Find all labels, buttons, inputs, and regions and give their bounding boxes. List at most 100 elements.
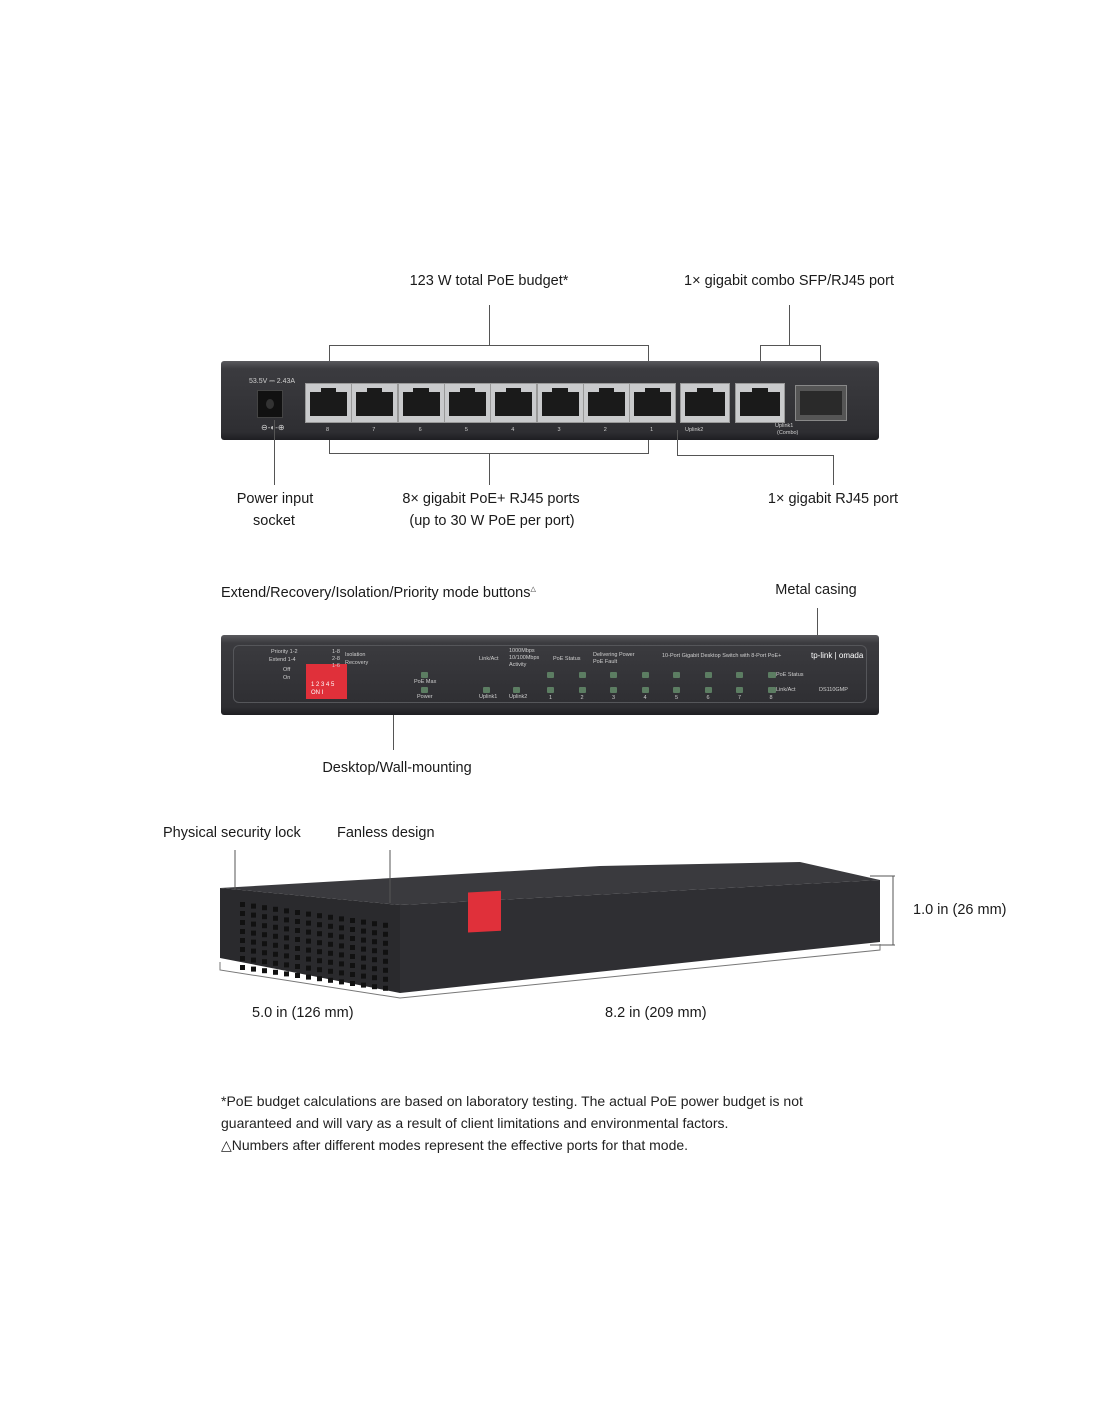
- footnote-poe-cont: guaranteed and will vary as a result of …: [221, 1115, 729, 1131]
- device-top-face: [220, 862, 880, 905]
- callout-rj45-port: 1× gigabit RJ45 port: [767, 491, 899, 507]
- vent-holes-icon: [240, 902, 388, 991]
- bracket-line: [820, 345, 821, 361]
- bracket-line: [760, 345, 761, 361]
- bracket-line: [329, 440, 330, 453]
- port-number: 4: [511, 427, 515, 433]
- status-led: [704, 687, 712, 693]
- power-rating: 53.5V ⎓ 2.43A: [249, 378, 296, 385]
- bracket-line: [760, 345, 821, 346]
- callout-metal-casing: Metal casing: [775, 582, 857, 598]
- status-led: [547, 687, 554, 693]
- footnotes: *PoE budget calculations are based on la…: [221, 1090, 803, 1156]
- activity-legend: Activity: [509, 662, 527, 668]
- rj45-port: [443, 383, 491, 423]
- poe-status-row-label: PoE Status: [776, 672, 804, 678]
- speed-10-100-legend: 10/100Mbps: [509, 655, 540, 661]
- callout-fanless: Fanless design: [337, 825, 435, 841]
- led-port-number: 8: [769, 695, 773, 701]
- rj45-port: [305, 383, 352, 423]
- front-panel: Priority 1-2 Extend 1-4 Off On 1 2 3 4 5…: [221, 635, 879, 715]
- status-led: [673, 687, 680, 693]
- footnote-modes: △Numbers after different modes represent…: [221, 1137, 689, 1153]
- status-led: [610, 672, 617, 678]
- leader-line: [677, 430, 678, 455]
- recovery-range: 1-6: [332, 663, 340, 669]
- status-led: [641, 687, 649, 693]
- status-led: [736, 687, 743, 693]
- callout-power-input-1: Power input: [236, 491, 314, 507]
- uplink2-led-label: Uplink2: [509, 694, 528, 700]
- status-led: [704, 672, 712, 678]
- leader-line: [789, 305, 790, 345]
- link-act-row-label: Link/Act: [776, 687, 796, 693]
- leader-line: [489, 305, 490, 345]
- uplink1-label: Uplink1: [775, 423, 794, 429]
- leader-line: [393, 715, 394, 750]
- leader-line: [833, 455, 834, 485]
- link-act-legend: Link/Act: [479, 656, 499, 662]
- callout-poe-ports-1: 8× gigabit PoE+ RJ45 ports: [402, 491, 580, 507]
- dip-switch-3d: [468, 890, 501, 933]
- poe-status-legend: PoE Status: [553, 656, 581, 662]
- port-number: 7: [372, 427, 376, 433]
- bracket-line: [329, 345, 330, 361]
- on-label: On: [283, 675, 291, 681]
- power-label: Power: [417, 694, 433, 700]
- bracket-line: [648, 440, 649, 453]
- status-led: [547, 672, 554, 678]
- rj45-port: [397, 383, 445, 423]
- led-port-number: 6: [706, 695, 710, 701]
- bracket-line: [648, 345, 649, 361]
- rj45-port: [490, 383, 538, 423]
- rj45-port: [735, 383, 785, 423]
- poe-fault-legend: PoE Fault: [593, 659, 618, 665]
- callout-depth: 5.0 in (126 mm): [252, 1005, 354, 1021]
- rj45-port: [629, 383, 677, 423]
- power-socket: [257, 390, 283, 418]
- status-led: [641, 672, 649, 678]
- status-led: [421, 687, 428, 693]
- port-number: 8: [326, 427, 330, 433]
- isolation-range-2: 2-8: [332, 656, 340, 662]
- device-front-face: [400, 880, 880, 993]
- bracket-line: [329, 345, 649, 346]
- combo-label: (Combo): [777, 430, 799, 436]
- port-number: 5: [464, 427, 468, 433]
- port-number: 2: [603, 427, 607, 433]
- status-led: [578, 672, 586, 678]
- model-label: DS110GMP: [819, 687, 848, 693]
- callout-mode-buttons: Extend/Recovery/Isolation/Priority mode …: [221, 584, 536, 601]
- status-led: [513, 687, 520, 693]
- status-led: [769, 687, 776, 693]
- callout-security-lock: Physical security lock: [163, 825, 301, 841]
- leader-line: [677, 455, 834, 456]
- rj45-port: [351, 383, 399, 423]
- status-led: [421, 672, 428, 678]
- leader-line: [817, 608, 818, 636]
- rj45-port: [680, 383, 730, 423]
- rj45-port: [536, 383, 584, 423]
- status-led: [736, 672, 743, 678]
- sfp-slot: [795, 385, 847, 421]
- status-led: [578, 687, 586, 693]
- product-description: 10-Port Gigabit Desktop Switch with 8-Po…: [662, 653, 782, 659]
- callout-poe-budget: 123 W total PoE budget*: [409, 273, 569, 289]
- callout-height: 1.0 in (26 mm): [913, 902, 1007, 918]
- callout-width: 8.2 in (209 mm): [605, 1005, 707, 1021]
- dip-switch[interactable]: 1 2 3 4 5 ON I: [306, 664, 347, 699]
- delivering-power-legend: Delivering Power: [593, 652, 635, 658]
- port-number: 1: [650, 427, 654, 433]
- led-port-number: 2: [580, 695, 584, 701]
- footnote-poe: *PoE budget calculations are based on la…: [221, 1093, 803, 1109]
- rj45-port: [582, 383, 630, 423]
- led-port-number: 7: [738, 695, 742, 701]
- led-port-number: 1: [549, 695, 553, 701]
- uplink2-label: Uplink2: [685, 427, 704, 433]
- recovery-label: Recovery: [345, 660, 369, 666]
- priority-label: Priority 1-2: [271, 649, 298, 655]
- status-led: [610, 687, 617, 693]
- extend-label: Extend 1-4: [269, 657, 296, 663]
